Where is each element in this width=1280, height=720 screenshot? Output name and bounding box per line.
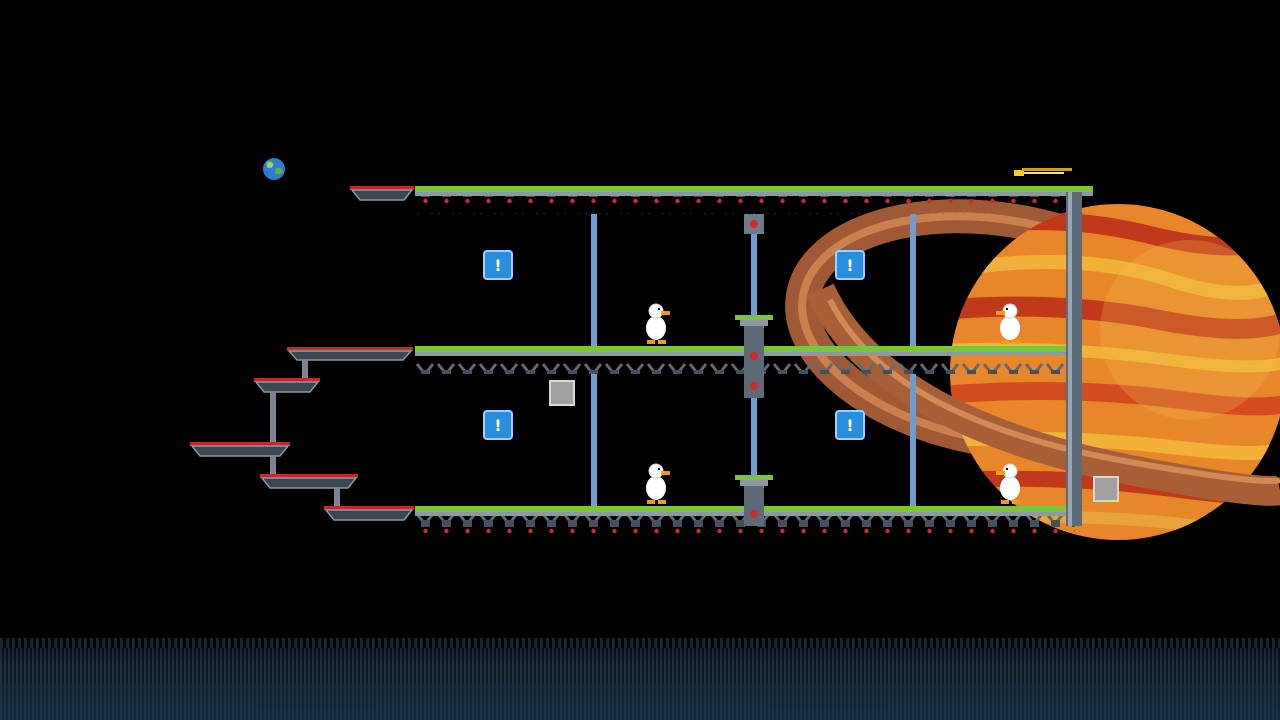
blue-poles [591, 214, 916, 506]
item-box-symbol: ! [846, 256, 853, 275]
center-ledge-lower [735, 475, 773, 486]
ledge [190, 442, 290, 474]
duck-player[interactable] [646, 303, 670, 344]
center-ledge-upper [735, 315, 773, 326]
ledge [350, 186, 414, 201]
earth-icon[interactable] [263, 158, 285, 180]
item-box-symbol: ! [494, 416, 501, 435]
item-box[interactable]: ! [483, 410, 513, 440]
duck-player[interactable] [996, 463, 1020, 504]
ledge [254, 378, 320, 442]
platform-top [415, 186, 1093, 214]
item-box-symbol: ! [846, 416, 853, 435]
grey-crate[interactable] [1093, 476, 1119, 502]
duck-player[interactable] [646, 463, 670, 504]
item-box[interactable]: ! [835, 410, 865, 440]
ledge [260, 474, 358, 506]
yellow-gun-icon[interactable] [1014, 168, 1072, 176]
item-box[interactable]: ! [835, 250, 865, 280]
grey-crate[interactable] [549, 380, 575, 406]
right-wall [1066, 192, 1082, 526]
floor-strip [0, 638, 1280, 720]
duck-player[interactable] [996, 303, 1020, 344]
ledge [324, 506, 414, 521]
ledge [287, 347, 413, 380]
item-box[interactable]: ! [483, 250, 513, 280]
item-box-symbol: ! [494, 256, 501, 275]
center-column [744, 214, 764, 526]
left-ledges [190, 186, 414, 521]
